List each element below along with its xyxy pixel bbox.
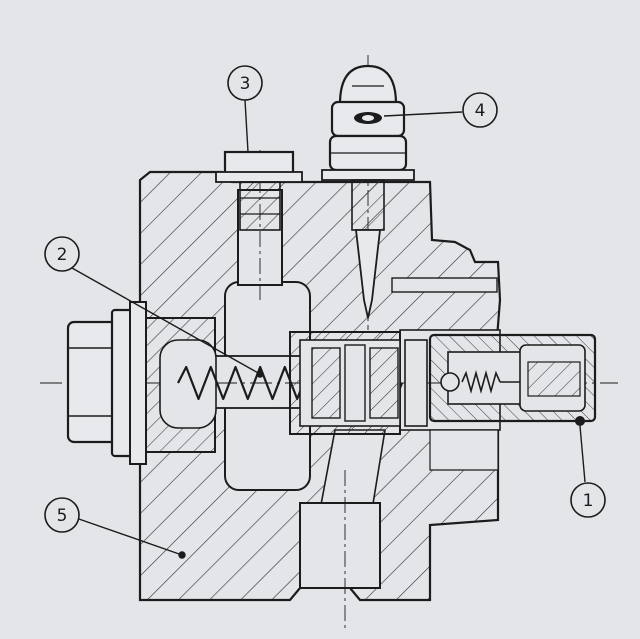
callout-5: 5 [44,497,80,533]
left-hex-plug [66,301,217,465]
spool-piston [289,331,428,435]
callout-2: 2 [44,236,80,272]
plug-3 [215,150,303,231]
callout-label-1: 1 [583,491,594,511]
callout-label-5: 5 [57,506,68,526]
needle-valve-4 [321,64,415,319]
callout-label-4: 4 [475,101,486,121]
leader-lines [71,99,586,559]
callout-label-2: 2 [57,245,68,265]
check-valve-cartridge [428,333,597,426]
callout-label-3: 3 [240,74,251,94]
callout-3: 3 [227,65,263,101]
callout-4: 4 [462,92,498,128]
callout-1: 1 [570,482,606,518]
